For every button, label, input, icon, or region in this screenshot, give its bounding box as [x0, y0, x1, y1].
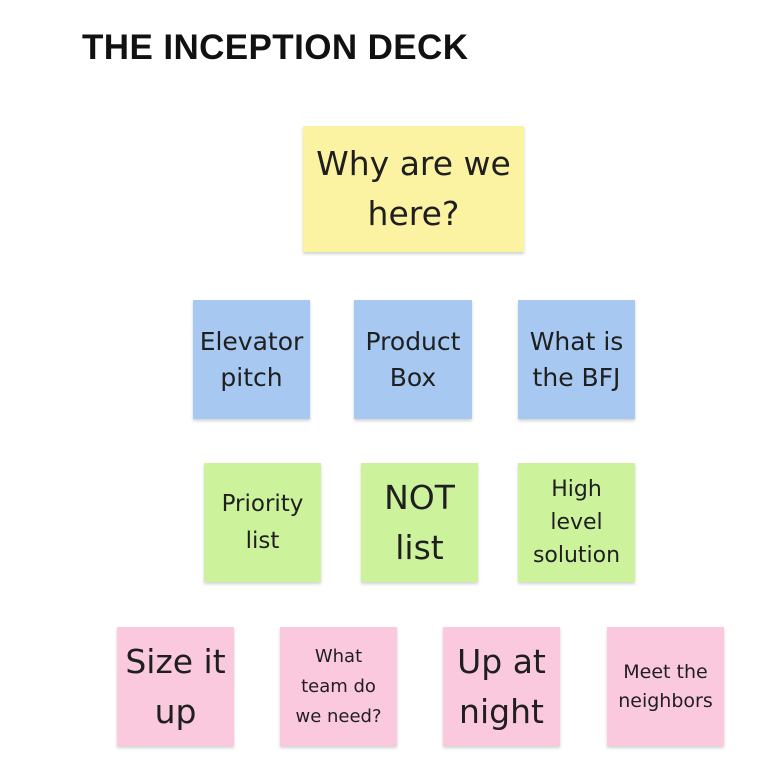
note-text: Why are we here?: [316, 144, 511, 233]
note-text: NOT list: [384, 477, 455, 567]
sticky-note-meet-the-neighbors[interactable]: Meet the neighbors: [607, 627, 724, 746]
sticky-note-not-list[interactable]: NOT list: [361, 463, 478, 582]
sticky-note-product-box[interactable]: Product Box: [354, 300, 472, 419]
sticky-note-up-at-night[interactable]: Up at night: [443, 627, 560, 746]
sticky-note-high-level-solution[interactable]: High level solution: [518, 463, 635, 582]
note-text: Product Box: [365, 326, 461, 392]
board-title: THE INCEPTION DECK: [82, 28, 469, 67]
note-text: High level solution: [532, 477, 621, 568]
sticky-note-what-is-the-bfj[interactable]: What is the BFJ: [518, 300, 635, 419]
note-text: Elevator pitch: [199, 326, 304, 392]
sticky-note-what-team-do-we-need[interactable]: What team do we need?: [280, 627, 397, 746]
note-text: Up at night: [457, 641, 546, 731]
note-text: Size it up: [125, 641, 226, 731]
sticky-note-why-are-we-here[interactable]: Why are we here?: [303, 126, 524, 252]
note-text: Meet the neighbors: [618, 660, 713, 712]
sticky-note-size-it-up[interactable]: Size it up: [117, 627, 234, 746]
sticky-note-elevator-pitch[interactable]: Elevator pitch: [193, 300, 310, 419]
note-text: What team do we need?: [295, 645, 382, 727]
note-text: Priority list: [221, 490, 304, 554]
note-text: What is the BFJ: [529, 326, 624, 392]
sticky-note-priority-list[interactable]: Priority list: [204, 463, 321, 582]
